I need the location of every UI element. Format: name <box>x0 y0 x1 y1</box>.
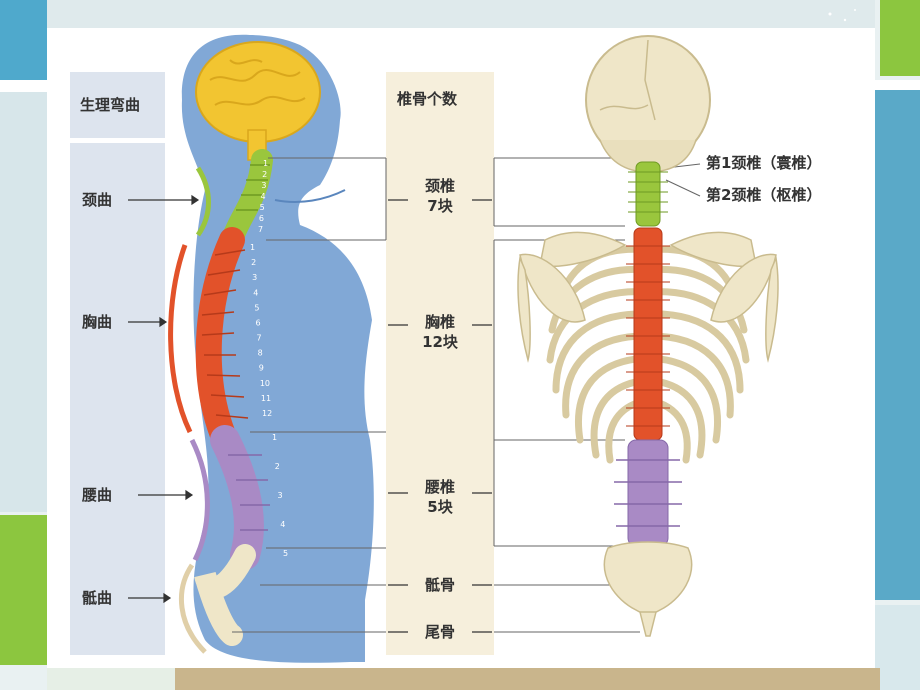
atlas-label: 第1颈椎（寰椎） <box>706 154 822 172</box>
sacrum-label: 骶骨 <box>424 576 455 594</box>
cervical-curve-line <box>195 166 211 237</box>
sacral-curve-label: 骶曲 <box>82 589 113 607</box>
cervical-group-count: 7块 <box>427 197 453 215</box>
curve-panel-header-bg <box>70 72 165 138</box>
lumbar-group-count: 5块 <box>427 498 453 516</box>
side-spine <box>194 149 273 646</box>
sacrum <box>603 541 693 615</box>
axis-label: 第2颈椎（枢椎） <box>706 186 822 204</box>
shoulders <box>517 231 779 363</box>
back-spine <box>614 161 682 547</box>
cervical-curve-label: 颈曲 <box>82 191 113 209</box>
count-panel-header: 椎骨个数 <box>397 90 458 108</box>
thoracic-curve-label: 胸曲 <box>82 313 113 331</box>
curve-panel-bg <box>70 143 165 655</box>
lumbar-curve-line <box>189 438 210 562</box>
body-silhouette <box>181 34 374 663</box>
lumbar-curve-label: 腰曲 <box>82 486 113 504</box>
lumbar-group-name: 腰椎 <box>424 478 455 496</box>
curve-panel-header: 生理弯曲 <box>80 96 141 114</box>
coccyx <box>639 611 657 637</box>
count-panel-bg <box>386 72 494 655</box>
sacral-curve-line <box>179 563 207 654</box>
thoracic-group-name: 胸椎 <box>424 313 455 331</box>
skull <box>585 35 711 173</box>
cervical-group-name: 颈椎 <box>424 177 455 195</box>
coccyx-label: 尾骨 <box>424 623 455 641</box>
thoracic-group-count: 12块 <box>422 333 458 351</box>
thoracic-curve-line <box>168 244 193 434</box>
